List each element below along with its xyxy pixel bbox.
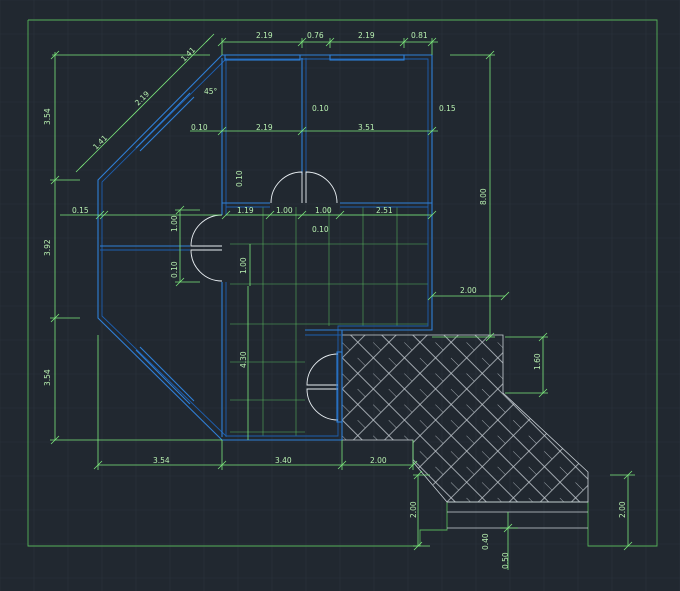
dim-left-wall: 0.15 [72,206,89,215]
dimension-tick [75,163,85,173]
dim-hall-a: 1.19 [237,206,254,215]
dimension-tick [538,332,548,342]
dim-hall-c: 1.00 [315,206,332,215]
dim-ext-width: 2.00 [460,286,477,295]
dim-angle: 45° [204,87,218,96]
dim-v-door: 1.00 [170,215,179,232]
dim-tile-v: 1.00 [239,257,248,274]
dim-hall-b: 1.00 [276,206,293,215]
dimension-tick [205,33,215,43]
dimension-tick [485,50,495,60]
dimension-tick [50,313,60,323]
dimension-tick [623,541,633,551]
dimension-tick [427,210,437,220]
dimension-tick [623,470,633,480]
dim-left-bot: 3.54 [43,369,52,386]
dimension-tick [217,460,227,470]
dimension-tick [399,37,409,47]
dimension-tick [503,523,513,533]
dim-v-small-a: 0.10 [235,170,244,187]
dim-bot-c: 2.00 [370,456,387,465]
dim-left-mid: 3.92 [43,239,52,256]
dimension-tick [297,210,307,220]
dimension-ticks [50,33,633,551]
dim-bot-a: 3.54 [153,456,170,465]
dim-hall-d: 2.51 [376,206,393,215]
dimension-tick [265,210,275,220]
dimension-tick [325,37,335,47]
dim-step-a: 0.40 [481,533,490,550]
dim-step-b: 0.50 [501,552,510,569]
dimension-tick [337,460,347,470]
paving-area [341,334,589,529]
dim-step-h: 2.00 [409,501,418,518]
dim-top-b: 0.76 [307,31,324,40]
dim-tile-tall: 4.30 [239,351,248,368]
dimension-tick [427,291,437,301]
dim-bot-b: 3.40 [275,456,292,465]
dimension-tick [538,388,548,398]
dimension-tick [50,50,60,60]
dimension-tick [99,210,109,220]
dimension-tick [413,541,423,551]
dim-top-a: 2.19 [256,31,273,40]
dimension-labels: 2.19 0.76 2.19 0.81 1.41 2.19 1.41 45° 3… [43,31,627,569]
dim-row-d: 3.51 [358,123,375,132]
dim-v-door-b: 0.10 [170,261,179,278]
dim-top-d: 0.81 [411,31,428,40]
dimension-tick [175,277,185,287]
dim-pave-height: 1.60 [533,353,542,370]
dimension-tick [427,126,437,136]
dimension-tick [221,210,231,220]
dim-hall-e: 0.10 [312,225,329,234]
dim-row-e: 0.15 [439,104,456,113]
dimension-tick [297,37,307,47]
dim-diag-top: 1.41 [179,45,197,63]
dimension-tick [217,37,227,47]
dimension-tick [413,470,423,480]
dim-right-step: 2.00 [618,501,627,518]
dim-row-b: 2.19 [256,123,273,132]
dimension-tick [427,37,437,47]
dim-row-c: 0.10 [312,104,329,113]
doors [190,171,343,423]
dimension-tick [500,291,510,301]
dimension-tick [408,460,418,470]
dim-right-tall: 8.00 [479,188,488,205]
dimension-tick [485,332,495,342]
dim-top-c: 2.19 [358,31,375,40]
dim-left-top: 3.54 [43,108,52,125]
dimension-tick [50,175,60,185]
dimension-tick [297,126,307,136]
dimension-tick [50,435,60,445]
dim-row-a: 0.10 [191,123,208,132]
dimension-tick [93,460,103,470]
dimension-tick [175,205,185,215]
dimension-tick [95,210,105,220]
dimension-tick [335,210,345,220]
dimension-tick [217,126,227,136]
